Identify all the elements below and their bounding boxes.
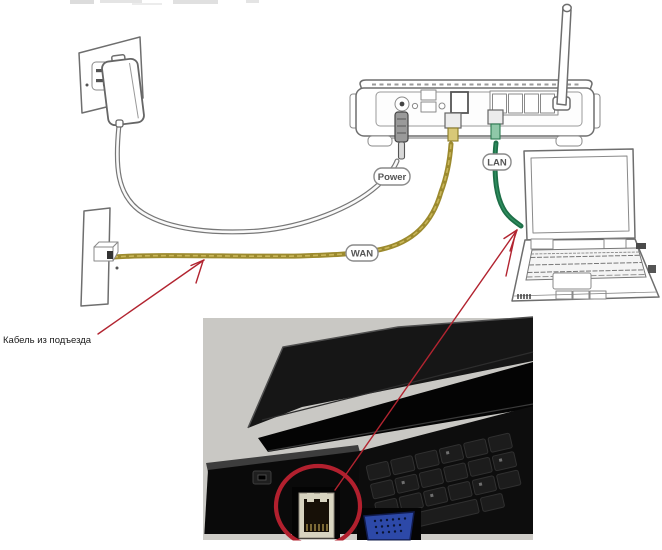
wan-plug bbox=[444, 112, 462, 142]
wan-tag-text: WAN bbox=[351, 249, 373, 260]
keyboard-row-line bbox=[528, 262, 643, 266]
touchpad-button bbox=[589, 290, 607, 300]
wall-jack-cable-hole bbox=[107, 251, 113, 259]
outlet-slot bbox=[96, 69, 103, 73]
laptop-side-port bbox=[648, 265, 656, 273]
power-tag-box bbox=[373, 167, 411, 186]
power-plug bbox=[394, 111, 409, 160]
vga-pin-holes bbox=[373, 517, 407, 535]
kensington-slot bbox=[252, 470, 272, 485]
laptop-front-vents bbox=[517, 294, 531, 299]
photo-keys bbox=[365, 432, 522, 530]
adapter-body-group bbox=[101, 54, 145, 127]
lan-tag-text: LAN bbox=[487, 158, 507, 169]
remnant-mark bbox=[173, 0, 218, 4]
vga-port-photo bbox=[357, 508, 421, 541]
lan-plug bbox=[487, 109, 504, 140]
lan-port-2 bbox=[508, 93, 523, 114]
lan-port-3 bbox=[524, 93, 539, 114]
laptop-diagram bbox=[511, 148, 660, 302]
antenna-tip bbox=[562, 3, 572, 13]
wall-jack bbox=[80, 207, 119, 307]
photo-key-legends bbox=[401, 451, 503, 498]
laptop-hinge-left bbox=[530, 238, 554, 250]
lan-plug-boot bbox=[490, 123, 501, 140]
wan-plug-boot bbox=[447, 127, 459, 142]
wps-button bbox=[438, 102, 446, 110]
power-cable-core bbox=[115, 123, 399, 234]
lan-label-tag: LAN bbox=[482, 153, 512, 171]
bottom-margin bbox=[0, 540, 662, 550]
keyboard-row-line bbox=[530, 254, 641, 258]
arrow-shaft bbox=[97, 259, 205, 335]
arrowhead-stroke bbox=[503, 229, 518, 240]
adapter-edge-line bbox=[129, 62, 139, 119]
antenna bbox=[552, 3, 572, 111]
reset-button bbox=[411, 102, 419, 110]
touchpad-button bbox=[572, 290, 590, 300]
wall-jack-screw bbox=[115, 266, 119, 270]
power-label-tag: Power bbox=[373, 167, 411, 186]
laptop-hinge-right bbox=[603, 238, 627, 250]
arrow-shaft bbox=[334, 229, 518, 491]
remnant-mark bbox=[100, 0, 142, 3]
outlet-slot bbox=[96, 79, 103, 83]
arrow-to-wan-cable bbox=[97, 259, 205, 335]
cable-from-entrance-label: Кабель из подъезда bbox=[3, 335, 92, 346]
lan-tag-box bbox=[482, 153, 512, 171]
photo-laptop-lid bbox=[248, 317, 533, 428]
arrow-shaft-short bbox=[505, 234, 516, 277]
laptop-touchpad bbox=[552, 272, 592, 290]
usb-port bbox=[420, 101, 437, 113]
outlet-screw bbox=[85, 83, 89, 87]
photo-lid-edge-highlight bbox=[247, 316, 534, 429]
power-cable bbox=[114, 122, 400, 235]
power-tag-text: Power bbox=[378, 172, 407, 183]
wan-label-tag: WAN bbox=[345, 244, 379, 262]
remnant-mark bbox=[70, 0, 94, 4]
adapter-body bbox=[101, 57, 145, 127]
power-plug-neck bbox=[397, 141, 406, 160]
power-plug-barrel bbox=[394, 111, 409, 143]
ethernet-tab bbox=[307, 493, 314, 502]
power-adapter bbox=[101, 54, 145, 128]
keyboard-row-line bbox=[530, 251, 641, 255]
ethernet-pins bbox=[306, 524, 328, 531]
adapter-cable-nub bbox=[115, 119, 124, 128]
photo-lid-mid-line bbox=[261, 351, 534, 421]
power-cable-outline bbox=[114, 122, 400, 235]
ethernet-tab bbox=[320, 493, 327, 502]
cropped-text-remnants bbox=[70, 0, 259, 5]
wan-port bbox=[450, 91, 469, 114]
remnant-mark bbox=[132, 3, 162, 5]
laptop-port-photo bbox=[203, 316, 534, 549]
ethernet-port-photo bbox=[292, 487, 340, 539]
wan-cable-body bbox=[110, 141, 454, 260]
annotation-arrows bbox=[97, 229, 518, 491]
router-foot bbox=[555, 135, 583, 147]
laptop-screen bbox=[530, 155, 630, 234]
laptop-front-lip bbox=[513, 291, 658, 297]
power-port-pin bbox=[399, 101, 405, 107]
wan-plug-head bbox=[444, 112, 462, 129]
wan-tag-box bbox=[345, 244, 379, 262]
router bbox=[349, 3, 601, 147]
usb-port bbox=[420, 89, 437, 101]
photo-keyboard bbox=[365, 432, 522, 530]
photo-base-top-edge bbox=[267, 403, 534, 452]
laptop-power-button bbox=[636, 243, 646, 249]
ethernet-cavity bbox=[304, 499, 329, 532]
arrowhead-stroke bbox=[190, 259, 205, 267]
remnant-mark bbox=[246, 0, 259, 3]
arrowhead-stroke bbox=[195, 260, 204, 284]
lan-plug-head bbox=[487, 109, 504, 125]
router-foot bbox=[367, 135, 393, 147]
photo-side-bevel bbox=[206, 445, 360, 472]
photo-hinge-gap bbox=[258, 362, 533, 452]
wan-cable bbox=[110, 141, 454, 260]
